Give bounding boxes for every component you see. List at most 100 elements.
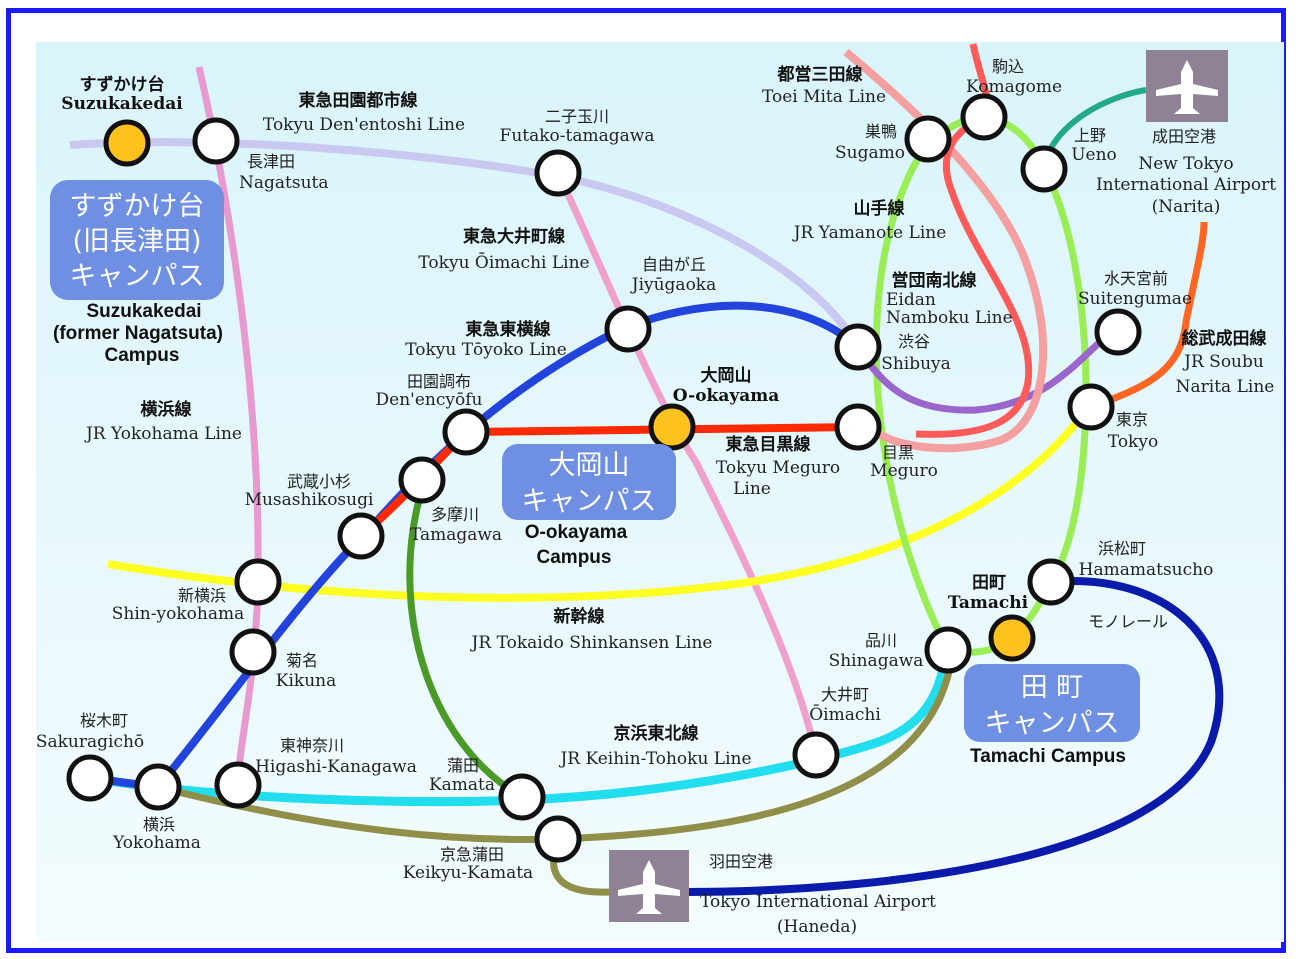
label-tamachi-jp: 田町 bbox=[972, 573, 1006, 593]
campus-tamachi-en: Tamachi Campus bbox=[970, 746, 1126, 767]
label-kikuna-en: Kikuna bbox=[276, 671, 336, 691]
campus-box-oookayama[interactable] bbox=[502, 444, 676, 520]
label-toei-mita-jp: 都営三田線 bbox=[777, 64, 863, 85]
railway-map: すずかけ台 (旧長津田) キャンパス Suzukakedai (former N… bbox=[36, 42, 1284, 942]
campus-suzukakedai-en2: (former Nagatsuta) bbox=[53, 323, 223, 344]
campus-tamachi-jp2: キャンパス bbox=[985, 708, 1120, 739]
label-shibuya-en: Shibuya bbox=[881, 354, 951, 374]
label-oimachi-jp: 東急大井町線 bbox=[463, 226, 565, 247]
label-kamata-jp: 蒲田 bbox=[447, 756, 479, 775]
station-sakuragicho[interactable] bbox=[66, 754, 114, 802]
label-narita-en2: International Airport bbox=[1096, 175, 1276, 195]
station-kamata[interactable] bbox=[498, 773, 546, 821]
station-meguro[interactable] bbox=[834, 403, 882, 451]
label-higashikanagawa-jp: 東神奈川 bbox=[280, 736, 344, 755]
station-futako[interactable] bbox=[534, 149, 582, 197]
campus-tamachi-jp1: 田 町 bbox=[1021, 672, 1084, 703]
label-oookayama-en: O-okayama bbox=[673, 386, 780, 406]
label-hamamatsucho-jp: 浜松町 bbox=[1098, 539, 1146, 558]
label-oookayama-jp: 大岡山 bbox=[701, 365, 752, 386]
label-ueno-en: Ueno bbox=[1071, 145, 1117, 165]
label-meguro-line-jp: 東急目黒線 bbox=[726, 434, 811, 455]
label-suzukakedai-jp: すずかけ台 bbox=[80, 74, 165, 95]
campus-suzukakedai-jp1: すずかけ台 bbox=[70, 191, 205, 222]
label-toyoko-en: Tokyu Tōyoko Line bbox=[405, 340, 567, 360]
campus-suzukakedai-en3: Campus bbox=[105, 345, 180, 366]
label-meguro-en: Meguro bbox=[870, 461, 938, 481]
label-soubu-en1: JR Soubu bbox=[1182, 352, 1264, 372]
label-haneda-en1: Tokyo International Airport bbox=[700, 892, 936, 912]
airport-haneda-icon bbox=[609, 850, 689, 922]
station-yokohama[interactable] bbox=[134, 763, 182, 811]
campus-oookayama-jp2: キャンパス bbox=[522, 486, 657, 517]
line-hanzomon bbox=[855, 329, 1114, 414]
label-keihin-tohoku-en: JR Keihin-Tohoku Line bbox=[558, 749, 751, 769]
label-futako-jp: 二子玉川 bbox=[545, 107, 609, 126]
campus-box-suzukakedai[interactable] bbox=[50, 180, 224, 300]
campus-oookayama-jp1: 大岡山 bbox=[549, 450, 630, 481]
label-haneda-en2: (Haneda) bbox=[777, 917, 857, 937]
label-musashikosugi-en: Musashikosugi bbox=[245, 490, 374, 510]
label-musashikosugi-jp: 武蔵小杉 bbox=[287, 472, 351, 491]
station-musashikosugi[interactable] bbox=[337, 512, 385, 560]
station-sugamo[interactable] bbox=[904, 115, 952, 163]
label-meguro-line-en1: Tokyu Meguro bbox=[716, 458, 840, 478]
label-suitengumae-jp: 水天宮前 bbox=[1104, 269, 1168, 288]
station-shinagawa[interactable] bbox=[924, 626, 972, 674]
station-ueno[interactable] bbox=[1020, 145, 1068, 193]
campus-oookayama-en2: Campus bbox=[537, 547, 612, 568]
label-sugamo-en: Sugamo bbox=[835, 143, 905, 163]
campus-suzukakedai-jp2: (旧長津田) bbox=[72, 226, 201, 257]
label-komagome-en: Komagome bbox=[966, 77, 1062, 97]
station-hamamatsucho[interactable] bbox=[1027, 558, 1075, 606]
label-kamata-en: Kamata bbox=[429, 775, 495, 795]
station-tamagawa[interactable] bbox=[398, 456, 446, 504]
label-oimachi-en: Ōimachi bbox=[809, 704, 881, 725]
label-futako-en: Futako-tamagawa bbox=[500, 126, 655, 146]
station-suzukakedai[interactable] bbox=[103, 119, 151, 167]
station-nagatsuta[interactable] bbox=[192, 117, 240, 165]
station-keikyukamata[interactable] bbox=[534, 815, 582, 863]
station-suitengumae[interactable] bbox=[1094, 308, 1142, 356]
label-yokohama-jp: 横浜 bbox=[143, 815, 175, 834]
line-soubu bbox=[1089, 221, 1208, 411]
label-yokohama-line-jp: 横浜線 bbox=[141, 399, 192, 420]
station-higashikanagawa[interactable] bbox=[214, 761, 262, 809]
station-oimachi[interactable] bbox=[792, 731, 840, 779]
line-oimachi bbox=[554, 171, 820, 756]
label-denenchofu-en: Den'encyōfu bbox=[376, 390, 483, 410]
label-yamanote-en: JR Yamanote Line bbox=[792, 223, 947, 243]
station-komagome[interactable] bbox=[960, 93, 1008, 141]
label-jiyugaoka-en: Jiyūgaoka bbox=[630, 275, 717, 295]
station-shibuya[interactable] bbox=[834, 323, 882, 371]
station-tamachi[interactable] bbox=[988, 614, 1036, 662]
label-namboku-en2: Namboku Line bbox=[886, 308, 1013, 328]
label-den-entoshi-en: Tokyu Den'entoshi Line bbox=[263, 115, 465, 135]
station-jiyugaoka[interactable] bbox=[604, 305, 652, 353]
label-oimachi-en: Tokyu Ōimachi Line bbox=[418, 252, 589, 273]
label-shinyokohama-en: Shin-yokohama bbox=[112, 604, 244, 624]
label-suzukakedai-en: Suzukakedai bbox=[61, 94, 183, 114]
campus-box-tamachi[interactable] bbox=[964, 664, 1140, 742]
label-oimachi-jp: 大井町 bbox=[821, 685, 869, 704]
label-tamagawa-jp: 多摩川 bbox=[431, 505, 479, 524]
line-keihin-tohoku bbox=[89, 649, 951, 807]
label-shinyokohama-jp: 新横浜 bbox=[178, 586, 226, 605]
label-shinagawa-jp: 品川 bbox=[865, 631, 897, 650]
line-monorail bbox=[680, 577, 1224, 896]
label-keihin-tohoku-jp: 京浜東北線 bbox=[614, 723, 699, 744]
label-narita-en3: (Narita) bbox=[1152, 197, 1221, 217]
station-tokyo[interactable] bbox=[1067, 383, 1115, 431]
label-toei-mita-en: Toei Mita Line bbox=[762, 87, 886, 107]
station-oookayama[interactable] bbox=[648, 403, 696, 451]
label-sakuragicho-en: Sakuragichō bbox=[36, 732, 144, 752]
label-shibuya-jp: 渋谷 bbox=[898, 332, 930, 351]
label-tamachi-en: Tamachi bbox=[948, 593, 1029, 613]
station-kikuna[interactable] bbox=[229, 628, 277, 676]
label-namboku-jp: 営団南北線 bbox=[892, 270, 977, 291]
station-shinyokohama[interactable] bbox=[234, 558, 282, 606]
station-denenchofu[interactable] bbox=[442, 408, 490, 456]
label-meguro-jp: 目黒 bbox=[882, 443, 914, 462]
label-sakuragicho-jp: 桜木町 bbox=[80, 711, 128, 730]
label-sugamo-jp: 巣鴨 bbox=[865, 122, 897, 141]
